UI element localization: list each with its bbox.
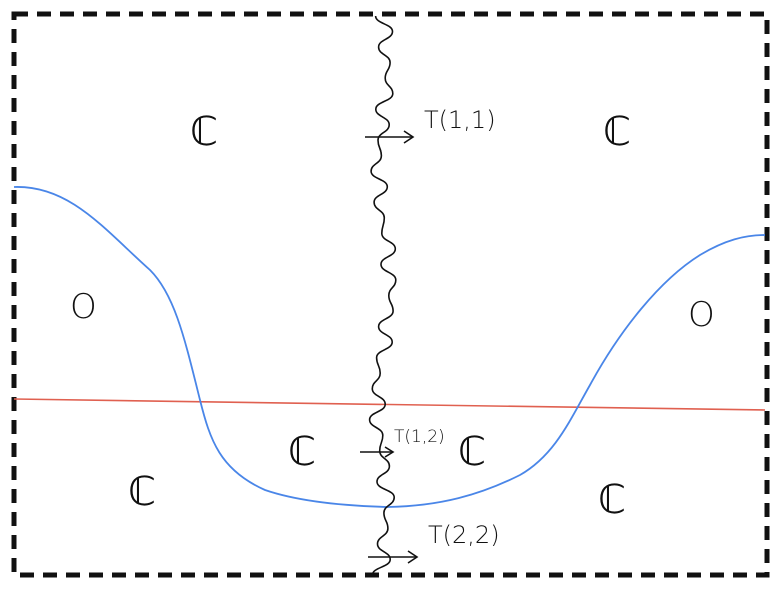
blue-curve xyxy=(13,186,766,508)
region-c-mid-left: ℂ xyxy=(288,429,316,475)
label-t22: T(2,2) xyxy=(428,521,500,549)
region-c-bottom-right: ℂ xyxy=(598,477,626,523)
wavy-line xyxy=(368,15,397,576)
label-t12: T(1,2) xyxy=(394,427,445,447)
region-c-mid-right: ℂ xyxy=(458,429,486,475)
red-line xyxy=(13,398,766,411)
arrow-t22 xyxy=(368,550,419,564)
arrow-t11 xyxy=(365,130,415,144)
arrow-t12 xyxy=(360,446,395,458)
region-o-left: O xyxy=(70,287,97,327)
label-t11: T(1,1) xyxy=(424,106,496,134)
region-c-top-left: ℂ xyxy=(190,109,218,155)
dashed-frame xyxy=(11,11,770,578)
region-c-top-right: ℂ xyxy=(603,109,631,155)
region-o-right: O xyxy=(688,295,715,335)
region-c-bottom-left: ℂ xyxy=(128,469,156,515)
